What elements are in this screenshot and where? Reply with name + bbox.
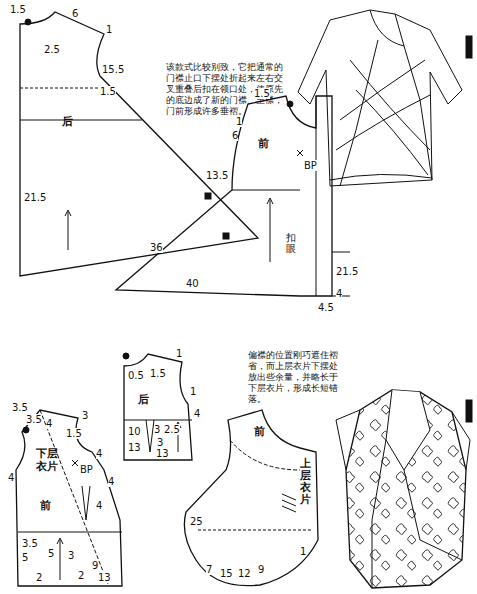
dimension-label: 1 <box>300 546 306 557</box>
dimension-label: 1.5 <box>254 88 270 99</box>
pattern-piece: 前上层衣片 <box>176 404 324 590</box>
piece-name: 前 <box>254 426 265 438</box>
dimension-label: 3 <box>157 437 163 448</box>
note-text: 该款式比较别致，它把通常的门襟止口下摆处折起来左右交叉重叠后扣在领口处，使原先的… <box>166 62 290 117</box>
dimension-label: 2 <box>78 570 84 581</box>
piece-outline <box>108 88 344 302</box>
dimension-label: 40 <box>186 278 199 289</box>
dimension-label: 4.5 <box>318 302 334 313</box>
dimension-label: 6 <box>72 8 78 19</box>
dimension-label: 1 <box>176 348 182 359</box>
piece-name: 后 <box>62 116 73 128</box>
pattern-piece: 前 <box>108 88 344 302</box>
dimension-label: 4 <box>8 472 14 483</box>
dimension-label: 1.5 <box>66 428 82 439</box>
dimension-label: 15.5 <box>102 64 124 75</box>
dimension-label: 3 <box>154 424 160 435</box>
dimension-label: 4 <box>336 288 342 299</box>
dimension-label: 13 <box>128 442 141 453</box>
piece-name: 下层衣片 <box>36 448 58 473</box>
note-text: 偏襟的位置刚巧遮住褶省，而上层衣片下摆处放出些余量，并略长于下层衣片，形成长短错… <box>248 350 344 405</box>
dimension-label: 9 <box>92 560 98 571</box>
dimension-label: BP <box>304 160 317 171</box>
dimension-label: 1.5 <box>100 86 116 97</box>
piece-name: 后 <box>138 394 149 406</box>
dimension-label: 1.5 <box>10 4 26 15</box>
piece-name: 上层衣片 <box>300 458 311 506</box>
dimension-label: 7 <box>206 564 212 575</box>
dimension-label: 4 <box>96 500 102 511</box>
dimension-label: 6 <box>232 130 238 141</box>
dimension-label: 3 <box>68 550 74 561</box>
dimension-label: 1 <box>190 386 196 397</box>
dimension-label: 13.5 <box>206 170 228 181</box>
dimension-label: 2 <box>36 572 42 583</box>
dimension-label: 扣眼 <box>286 232 296 254</box>
dimension-label: 21.5 <box>24 192 46 203</box>
piece-name: 前 <box>258 138 269 150</box>
dimension-label: 2.5 <box>164 424 180 435</box>
dimension-label: 1 <box>236 116 242 127</box>
dimension-label: 3.5 <box>12 402 28 413</box>
dimension-label: 12 <box>238 568 251 579</box>
dimension-label: 36 <box>150 242 163 253</box>
dimension-label: 0.5 <box>128 370 144 381</box>
piece-name: 前 <box>40 500 51 512</box>
dimension-label: 1 <box>106 24 112 35</box>
dimension-label: 1.5 <box>150 368 166 379</box>
dimension-label: 5 <box>22 552 28 563</box>
dimension-label: 2.5 <box>44 44 60 55</box>
dimension-label: 4 <box>46 418 52 429</box>
dimension-label: BP <box>80 464 93 475</box>
dimension-label: 13 <box>156 448 169 459</box>
dimension-label: 4 <box>194 408 200 419</box>
dimension-label: 3 <box>82 410 88 421</box>
dimension-label: 13 <box>98 572 111 583</box>
dimension-label: 10 <box>128 426 141 437</box>
dimension-label: 21.5 <box>336 266 358 277</box>
dimension-label: 9 <box>258 564 264 575</box>
dimension-label: 4 <box>96 448 102 459</box>
dimension-label: 3.5 <box>26 414 42 425</box>
dimension-label: 25 <box>190 516 203 527</box>
dimension-label: 15 <box>220 568 233 579</box>
dimension-label: 5 <box>48 548 54 559</box>
dimension-label: 3.5 <box>22 538 38 549</box>
dimension-label: 4 <box>108 476 114 487</box>
